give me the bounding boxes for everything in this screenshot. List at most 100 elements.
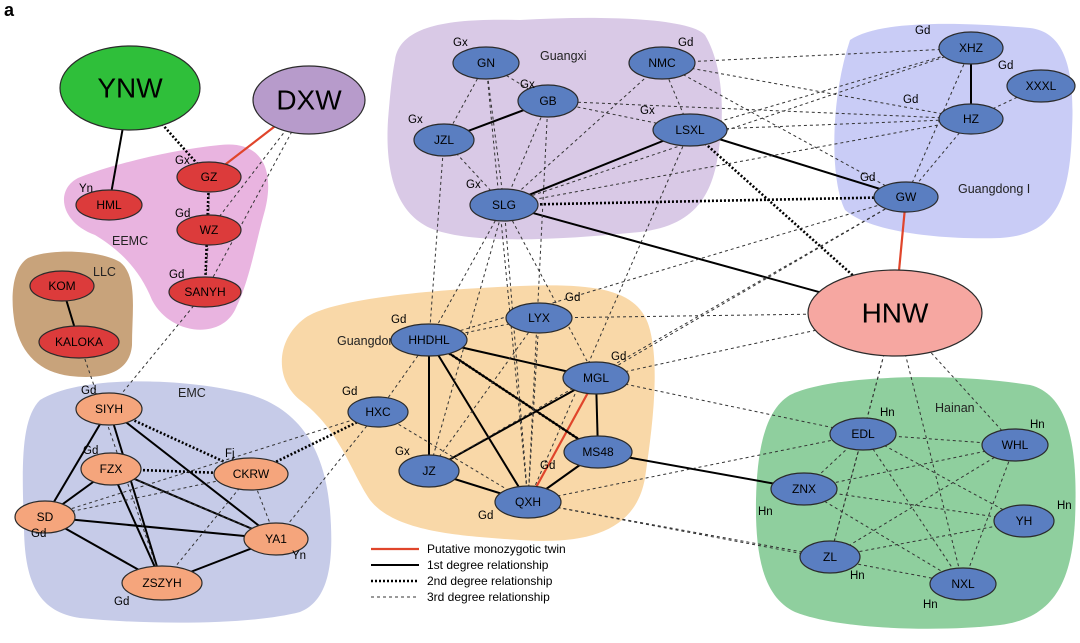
- edge-second-slg-gw: [503, 195, 907, 207]
- node-lsxl[interactable]: LSXL Gx: [640, 105, 728, 147]
- node-origin-tag-zszyh: Gd: [114, 596, 129, 608]
- node-label-hhdhl: HHDHL: [408, 333, 450, 347]
- legend-label-first: 1st degree relationship: [427, 558, 549, 572]
- node-kaloka[interactable]: KALOKA: [38, 325, 120, 359]
- node-shape-lyx: [505, 302, 573, 334]
- node-label-yh: YH: [1016, 514, 1033, 528]
- node-origin-tag-gn: Gx: [453, 37, 468, 49]
- node-origin-tag-zl: Hn: [850, 570, 865, 582]
- node-label-nmc: NMC: [648, 56, 676, 70]
- node-shape-ckrw: [213, 457, 289, 491]
- node-origin-tag-ms48: Gd: [540, 460, 555, 472]
- edge-first-lsxl-gw: [689, 129, 907, 198]
- node-label-xhz: XHZ: [959, 41, 983, 55]
- node-dxw[interactable]: DXW: [252, 65, 366, 135]
- edge-third-lsxl-xhz: [689, 47, 972, 131]
- node-label-sanyh: SANYH: [184, 285, 225, 299]
- node-shape-fzx: [80, 452, 142, 486]
- node-origin-tag-qxh: Gd: [478, 510, 493, 522]
- node-shape-slg: [469, 188, 539, 222]
- group-label-hainan: Hainan: [935, 401, 975, 415]
- edge-third-lsxl-hz: [689, 118, 972, 131]
- node-label-lsxl: LSXL: [675, 123, 705, 137]
- edge-third-whl-nxl: [962, 444, 1016, 585]
- edge-third-lyx-qxh: [527, 317, 540, 503]
- node-label-zszyh: ZSZYH: [142, 576, 181, 590]
- edge-third-qxh-edl: [527, 433, 864, 503]
- edge-third-hnw-nxl: [894, 312, 964, 585]
- node-ynw[interactable]: YNW: [59, 45, 201, 131]
- node-shape-hhdhl: [390, 323, 468, 357]
- node-zszyh[interactable]: ZSZYH Gd: [114, 565, 203, 608]
- node-label-ynw: YNW: [97, 73, 163, 104]
- node-origin-tag-hml: Yn: [79, 183, 93, 195]
- node-label-hml: HML: [96, 198, 122, 212]
- edge-third-gb-hz: [547, 100, 972, 120]
- node-label-znx: ZNX: [792, 482, 816, 496]
- edge-second-hhdhl-ms48: [428, 338, 599, 454]
- node-shape-sd: [14, 500, 76, 534]
- edge-third-qxh-nxl: [527, 501, 964, 585]
- edge-first-lsxl-slg: [503, 129, 691, 206]
- node-origin-tag-hhdhl: Gd: [391, 314, 406, 326]
- node-shape-xxxl: [1006, 69, 1076, 103]
- node-origin-tag-lsxl: Gx: [640, 105, 655, 117]
- node-shape-ms48: [563, 435, 633, 469]
- node-shape-kaloka: [38, 325, 120, 359]
- node-label-edl: EDL: [851, 427, 875, 441]
- node-shape-zl: [799, 540, 861, 574]
- node-xhz[interactable]: XHZ Gd: [915, 25, 1004, 65]
- node-label-xxxl: XXXL: [1026, 79, 1057, 93]
- edge-third-whl-zl: [829, 444, 1016, 558]
- node-label-kaloka: KALOKA: [55, 335, 103, 349]
- node-kom[interactable]: KOM: [29, 270, 95, 302]
- node-label-nxl: NXL: [951, 577, 975, 591]
- node-origin-tag-wz: Gd: [175, 208, 190, 220]
- node-origin-tag-xhz: Gd: [915, 25, 930, 37]
- edge-third-slg-hz: [503, 118, 972, 206]
- node-label-ms48: MS48: [582, 445, 614, 459]
- edge-first-siyh-zszyh: [108, 408, 163, 584]
- group-label-guangdong1: Guangdong I: [958, 182, 1030, 196]
- edge-first-siyh-ya1: [108, 408, 277, 540]
- node-origin-tag-ckrw: Fj: [225, 448, 235, 460]
- group-region-guangdong2: [281, 285, 655, 541]
- node-shape-gz: [176, 161, 242, 193]
- edge-third-wz-sanyh: [204, 229, 210, 293]
- node-shape-ya1: [243, 522, 309, 556]
- node-hnw[interactable]: HNW: [807, 269, 983, 357]
- node-origin-tag-gw: Gd: [860, 172, 875, 184]
- node-label-slg: SLG: [492, 198, 516, 212]
